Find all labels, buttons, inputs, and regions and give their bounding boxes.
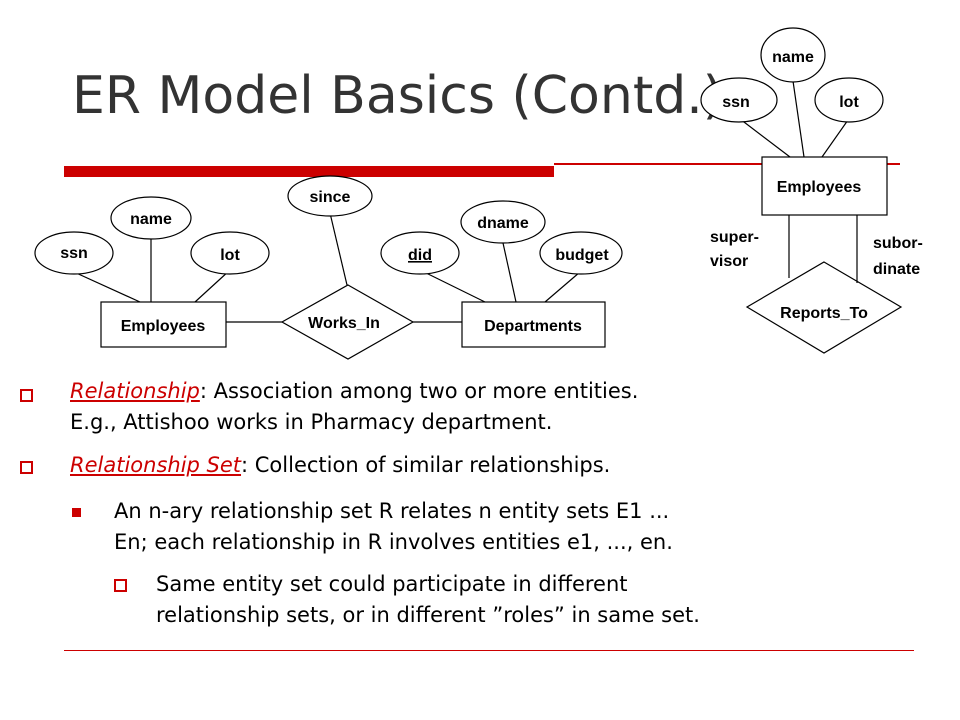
attr-did-key-label: did [408, 247, 432, 264]
edge-ssn-employees [73, 271, 141, 303]
attr-did-ellipse [380, 231, 460, 275]
attr-lot-right-label: lot [839, 94, 859, 111]
entity-employees-right [761, 156, 888, 216]
attr-dname-label: dname [477, 215, 529, 232]
slide-title: ER Model Basics (Contd.) [72, 66, 724, 126]
title-underline-thin [554, 163, 900, 165]
hollow-square-bullet-icon [20, 461, 33, 474]
attr-ssn-right-ellipse [700, 77, 778, 123]
bullet-same-entity-line1: Same entity set could participate in dif… [156, 572, 628, 596]
edge-did-departments [419, 269, 486, 303]
bullet-n-ary-line2: En; each relationship in R involves enti… [114, 530, 673, 554]
attr-budget-ellipse [539, 231, 623, 275]
attr-since-label: since [310, 189, 351, 206]
entity-employees-right-label: Employees [777, 179, 862, 196]
bullet-relationship-text: : Association among two or more entities… [199, 379, 639, 403]
attr-name-label: name [130, 211, 172, 228]
bullet-n-ary: An n-ary relationship set R relates n en… [114, 496, 673, 558]
attr-name-right-ellipse [760, 27, 826, 83]
edge-since-worksin [329, 212, 348, 286]
attr-ssn-ellipse [34, 231, 114, 275]
attr-since-ellipse [287, 175, 373, 217]
relationship-reports-to [745, 261, 903, 354]
attr-ssn-label: ssn [60, 245, 88, 262]
entity-departments [461, 301, 606, 348]
edge-name-employees-right [792, 80, 805, 158]
edge-ssn-employees-right [739, 118, 791, 158]
attr-lot-label: lot [220, 247, 240, 264]
bullet-same-entity-line2: relationship sets, or in different ”role… [156, 603, 700, 627]
hollow-square-bullet-icon [114, 579, 127, 592]
bullet-relationship-set-text: : Collection of similar relationships. [241, 453, 611, 477]
term-relationship: Relationship [70, 379, 200, 403]
bullet-relationship-line2: E.g., Attishoo works in Pharmacy departm… [70, 410, 553, 434]
entity-employees [100, 301, 227, 348]
footer-rule [64, 650, 914, 651]
relationship-reports-to-label: Reports_To [780, 305, 868, 322]
bullet-n-ary-line1: An n-ary relationship set R relates n en… [114, 499, 670, 523]
attr-name-right-label: name [772, 49, 814, 66]
title-underline-bar [64, 166, 554, 177]
er-diagram: Employees Departments Works_In ssn name … [34, 27, 923, 360]
entity-departments-label: Departments [484, 318, 582, 335]
attr-dname-ellipse [460, 200, 546, 244]
relationship-works-in [280, 284, 415, 360]
role-supervisor-line1: super- [710, 229, 759, 246]
attr-ssn-right-label: ssn [722, 94, 750, 111]
edge-lot-employees-right [821, 119, 849, 158]
edge-lot-employees [194, 269, 231, 303]
relationship-works-in-label: Works_In [308, 315, 380, 332]
bullet-relationship: Relationship: Association among two or m… [70, 376, 638, 438]
role-supervisor-line2: visor [710, 253, 748, 270]
role-subordinate-line1: subor- [873, 235, 923, 252]
bullet-same-entity-set: Same entity set could participate in dif… [156, 569, 700, 631]
filled-square-bullet-icon [72, 508, 81, 517]
edge-budget-departments [544, 271, 581, 303]
term-relationship-set: Relationship Set [70, 453, 242, 477]
entity-employees-label: Employees [121, 318, 206, 335]
attr-budget-label: budget [555, 247, 609, 264]
role-subordinate-line2: dinate [873, 261, 920, 278]
attr-name-ellipse [110, 196, 192, 240]
edge-dname-departments [502, 242, 517, 303]
hollow-square-bullet-icon [20, 389, 33, 402]
attr-lot-ellipse [190, 231, 270, 275]
bullet-relationship-set: Relationship Set: Collection of similar … [70, 450, 610, 481]
attr-lot-right-ellipse [814, 77, 884, 123]
